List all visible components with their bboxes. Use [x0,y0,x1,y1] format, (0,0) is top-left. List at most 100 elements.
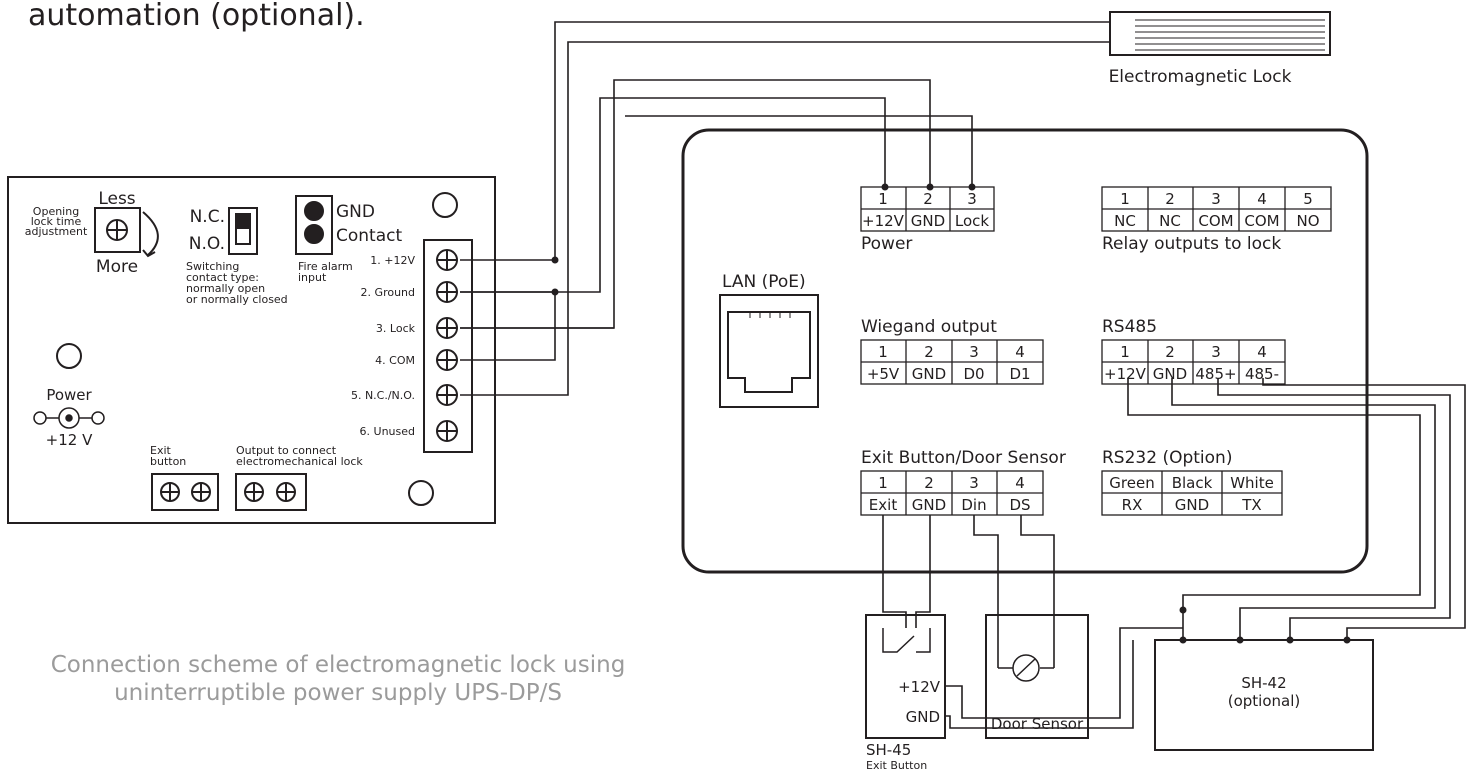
rs485-pin-num: 3 [1211,343,1221,361]
mount-hole [432,192,458,218]
rs485-pin-num: 1 [1120,343,1130,361]
rs485-connector [1101,339,1286,385]
exit-pin-num: 4 [1015,474,1025,492]
exit-button-terminal [151,473,219,511]
switching-note-3: normally open [186,282,265,295]
rs485-title: RS485 [1102,317,1157,337]
em-lock-label: Electromagnetic Lock [1109,67,1292,87]
no-label: N.O. [189,234,225,254]
relay-pin-name: COM [1198,212,1233,230]
rs485-pin-num: 4 [1257,343,1267,361]
sh45-sub: Exit Button [866,759,927,771]
controller-board [681,128,1369,574]
fire-contact-label: Contact [336,226,402,246]
power-pin-num: 2 [923,190,933,208]
wiegand-pin-num: 4 [1015,343,1025,361]
terminal-label: 6. Unused [360,425,415,438]
sh42-sub: (optional) [1228,692,1301,710]
power-jack-icon [33,407,105,429]
power-label: Power [46,386,92,404]
switching-note-4: or normally closed [186,293,288,306]
wiegand-pin-name: +5V [867,365,900,383]
caption-line-2: uninterruptible power supply UPS-DP/S [114,680,562,706]
wiegand-connector [860,339,1044,385]
sh42-box [1154,639,1374,751]
wiegand-pin-num: 1 [878,343,888,361]
exit-pin-name: GND [912,496,946,514]
exit-pin-name: Din [961,496,986,514]
terminal-label: 4. COM [375,354,415,367]
rs232-color: Green [1109,474,1154,492]
output-lock-label-1: Output to connect [236,444,337,457]
fire-note-2: input [298,271,327,284]
relay-pin-name: NC [1114,212,1136,230]
sh45-name: SH-45 [866,741,911,759]
lan-port [719,294,819,408]
rs232-title: RS232 (Option) [1102,448,1232,468]
fire-note-1: Fire alarm [298,260,353,273]
relay-pin-name: NO [1296,212,1319,230]
ups-board [7,176,496,524]
more-label: More [96,257,138,277]
rs232-color: White [1230,474,1274,492]
power-pin-num: 3 [967,190,977,208]
terminal-screws [436,249,458,442]
output-lock-label-2: electromechanical lock [236,455,363,468]
exit-door-connector [860,470,1044,516]
terminal-block [423,239,473,453]
rs485-pin-name: 485- [1245,365,1279,383]
relay-connector [1101,186,1332,232]
sh45-gnd: GND [906,708,940,726]
exit-door-title: Exit Button/Door Sensor [861,448,1066,468]
exit-btn-label-1: Exit [150,444,172,457]
terminal-label: 2. Ground [361,286,415,299]
adjust-knob [94,207,141,253]
relay-pin-name: NC [1159,212,1181,230]
nc-label: N.C. [190,207,225,227]
door-sensor [985,614,1089,739]
caption-line-1: Connection scheme of electromagnetic loc… [51,652,626,678]
sh45-12v: +12V [898,678,941,696]
relay-pin-num: 1 [1120,190,1130,208]
wiegand-pin-num: 3 [969,343,979,361]
switching-note-1: Switching [186,260,239,273]
fire-alarm-connector [295,195,333,255]
opening-label-2: lock time [31,215,82,228]
rs232-connector [1101,470,1283,516]
relay-pin-num: 3 [1211,190,1221,208]
sh42-name: SH-42 [1241,674,1286,692]
wiegand-pin-name: D0 [963,365,984,383]
rs485-pin-name: GND [1153,365,1187,383]
power-pin-num: 1 [878,190,888,208]
exit-pin-num: 1 [878,474,888,492]
lan-label: LAN (PoE) [722,272,806,292]
wiegand-title: Wiegand output [861,317,997,337]
rs232-pin-name: GND [1175,496,1209,514]
rs232-pin-name: RX [1122,496,1143,514]
door-sensor-label: Door Sensor [991,715,1084,733]
power-pin-name: GND [911,212,945,230]
header-text: automation (optional). [28,0,365,33]
relay-title: Relay outputs to lock [1102,234,1281,254]
switching-note-2: contact type: [186,271,259,284]
less-label: Less [98,189,135,209]
relay-pin-num: 2 [1165,190,1175,208]
terminal-label: 3. Lock [376,322,416,335]
mount-hole [56,343,82,369]
power-voltage: +12 V [46,431,93,449]
wiegand-pin-num: 2 [924,343,934,361]
power-connector [860,186,995,232]
rs485-pin-name: 485+ [1195,365,1236,383]
sh45-exit-button [865,614,946,739]
em-lock [1109,11,1331,56]
opening-label-3: adjustment [25,225,88,238]
wire-junctions [551,183,1351,644]
rs485-pin-name: +12V [1104,365,1147,383]
rs485-pin-num: 2 [1165,343,1175,361]
wiegand-pin-name: D1 [1009,365,1030,383]
relay-pin-num: 5 [1303,190,1313,208]
exit-pin-name: Exit [869,496,898,514]
switch-nc-no [228,207,258,255]
exit-btn-label-2: button [150,455,186,468]
rs232-color: Black [1172,474,1213,492]
